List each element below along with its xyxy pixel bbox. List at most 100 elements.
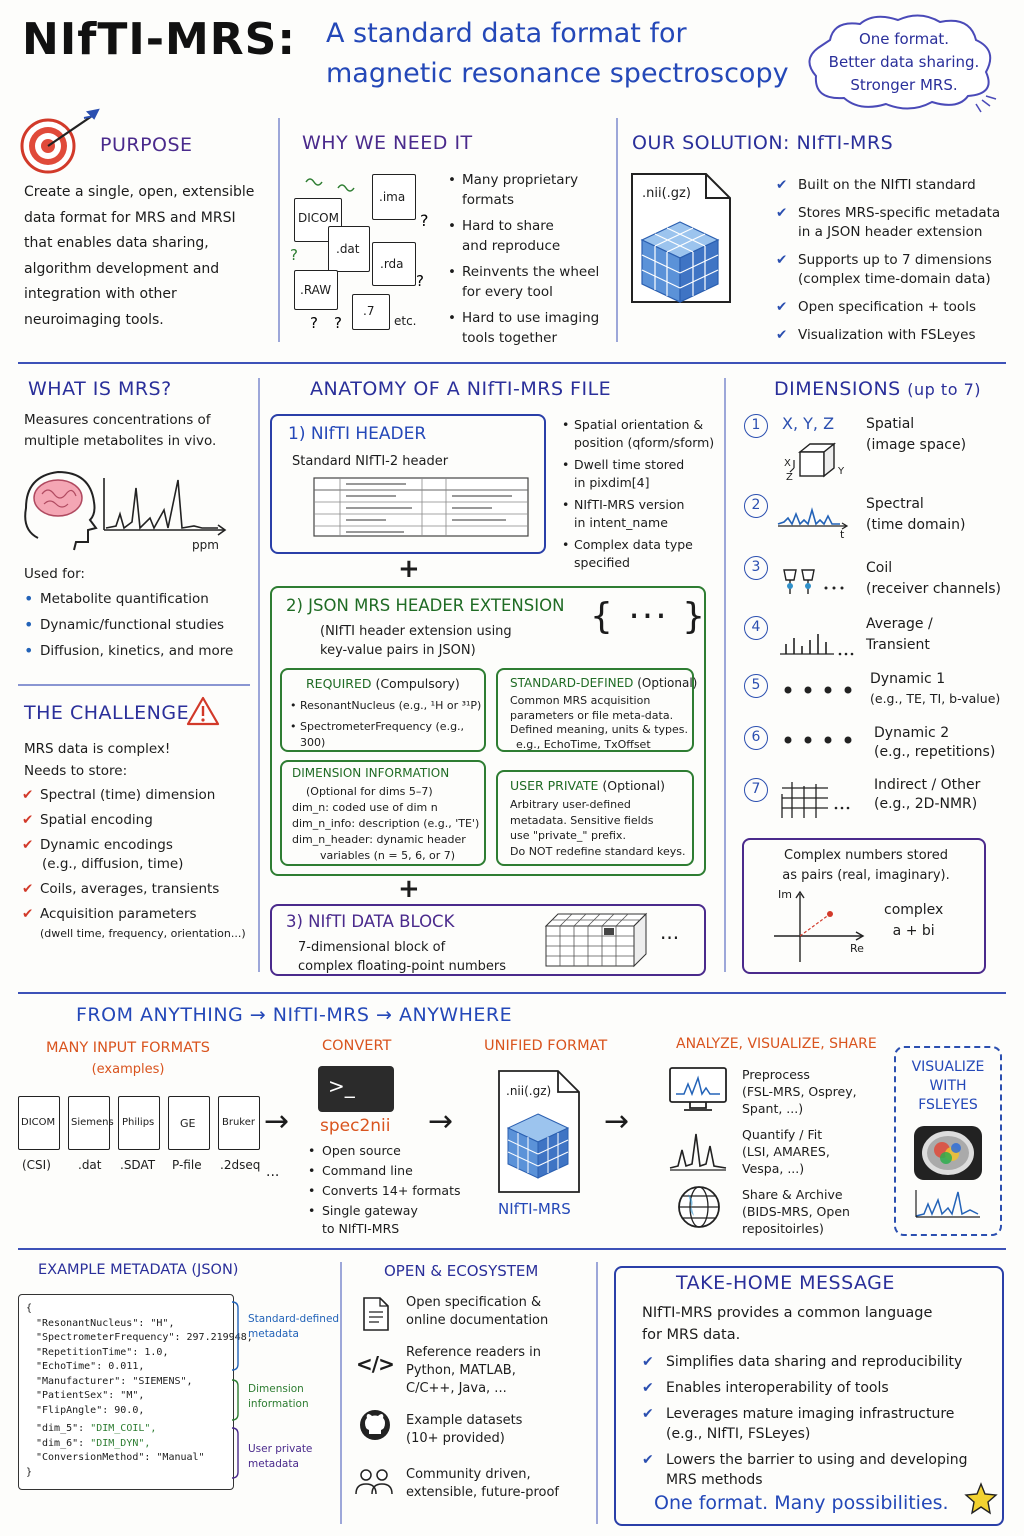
dim-name: Coil(receiver channels) — [866, 560, 1001, 597]
svg-text:?: ? — [334, 314, 342, 332]
uses-list: •Metabolite quantification •Dynamic/func… — [24, 590, 234, 668]
solution-check: ✔Open specification + tools — [776, 299, 976, 315]
axis-label-t: t — [840, 528, 845, 541]
github-icon — [360, 1410, 390, 1440]
user-private-box — [496, 770, 694, 866]
purpose-heading: PURPOSE — [100, 134, 193, 156]
takehome-check: ✔Leverages mature imaging infrastructure… — [642, 1406, 955, 1442]
dim-number: 2 — [744, 494, 768, 518]
challenge-item: ✔Acquisition parameters(dwell time, freq… — [22, 906, 246, 940]
section-divider — [18, 992, 1006, 994]
globe-icon — [678, 1186, 720, 1228]
flow-arrow: → — [428, 1104, 454, 1139]
input-ext: .SDAT — [120, 1158, 156, 1172]
dynamic-dots-icon — [784, 736, 852, 744]
data-block-ellipsis: ··· — [660, 926, 680, 950]
dynamic-dots-icon — [784, 686, 852, 694]
divider — [278, 118, 280, 342]
dimension-info-desc: (Optional for dims 5–7) dim_n: coded use… — [292, 785, 480, 862]
takehome-heading: TAKE-HOME MESSAGE — [676, 1272, 895, 1294]
data-block-desc: 7-dimensional block of complex floating-… — [298, 940, 507, 974]
section-divider — [18, 362, 1006, 364]
convert-bullet: •Command line — [308, 1163, 413, 1178]
svg-text:?: ? — [420, 211, 429, 230]
divider — [724, 378, 726, 972]
ppm-label: ppm — [192, 538, 219, 552]
challenge-item: ✔Coils, averages, transients — [22, 881, 220, 897]
required-item: •ResonantNucleus (e.g., ¹H or ³¹P) — [290, 699, 482, 712]
dim-number: 6 — [744, 726, 768, 750]
transient-bars-icon — [780, 634, 854, 656]
why-heading: WHY WE NEED IT — [302, 132, 473, 154]
purpose-text: Create a single, open, extensible data f… — [24, 180, 274, 333]
nifti-header-subtitle: Standard NIfTI-2 header — [292, 454, 449, 469]
dimensions-heading: DIMENSIONS (up to 7) — [774, 378, 981, 400]
convert-bullets: •Open source •Command line •Converts 14+… — [306, 1142, 466, 1240]
dim-number: 7 — [744, 778, 768, 802]
peaks-icon — [669, 1133, 727, 1171]
solution-check: ✔Supports up to 7 dimensions(complex tim… — [776, 252, 992, 287]
document-icon — [363, 1297, 389, 1331]
data-block-box — [270, 904, 706, 976]
dimension-info-title: DIMENSION INFORMATION — [292, 766, 450, 780]
file-icon: .RAW — [294, 270, 338, 310]
file-icon: .ima — [372, 174, 416, 220]
cloud-text: One format. Better data sharing. Stronge… — [824, 28, 984, 97]
json-code-row: "dim_5": "DIM_COIL", — [36, 1423, 157, 1434]
dim-number: 4 — [744, 616, 768, 640]
solution-check: ✔Built on the NIfTI standard — [776, 177, 976, 193]
monitor-icon — [669, 1067, 727, 1111]
spec2nii-label: spec2nii — [320, 1116, 391, 1136]
axis-label-y: Y — [838, 466, 845, 477]
axis-label-z: Z — [786, 472, 793, 483]
input-ext: (CSI) — [22, 1158, 51, 1172]
flow-heading: FROM ANYTHING → NIfTI-MRS → ANYWHERE — [76, 1004, 513, 1026]
divider — [258, 378, 260, 972]
nifti-header-title: 1) NIfTI HEADER — [288, 424, 427, 444]
standard-defined-box — [496, 668, 694, 752]
json-extension-desc: (NIfTI header extension using key-value … — [320, 624, 512, 658]
standard-desc: Common MRS acquisition parameters or fil… — [510, 694, 688, 751]
dim-label: X, Y, Z — [782, 414, 835, 433]
json-code-row: "ConversionMethod": "Manual" — [36, 1452, 205, 1463]
required-title: REQUIRED (Compulsory) — [306, 676, 460, 691]
cloud-line1: One format. — [858, 30, 950, 48]
unified-format-name: NIfTI-MRS — [498, 1200, 571, 1218]
purpose-line: data format for MRS and MRSI — [24, 209, 236, 226]
im-axis-label: Im — [778, 888, 792, 901]
mrs-heading: WHAT IS MRS? — [28, 378, 172, 400]
standard-title: STANDARD-DEFINED (Optional) — [510, 676, 698, 690]
inputs-title: MANY INPUT FORMATS (examples) — [46, 1040, 210, 1077]
input-file-philips: Philips — [118, 1096, 160, 1150]
dimension-info-box — [280, 760, 486, 866]
dim-name: Dynamic 2(e.g., repetitions) — [874, 725, 996, 760]
cube-icon — [789, 442, 836, 478]
dim-name: Spectral(time domain) — [866, 496, 966, 533]
file-scatter: .ima DICOM .dat .rda .RAW .7 etc. ? ? ? … — [288, 168, 438, 340]
used-for-label: Used for: — [24, 566, 85, 582]
analyze-item: Preprocess (FSL-MRS, Osprey, Spant, ...) — [742, 1067, 857, 1116]
divider — [596, 1262, 598, 1524]
dim-name: Average /Transient — [866, 616, 933, 653]
solution-check: ✔Visualization with FSLeyes — [776, 327, 976, 343]
section-divider — [18, 1248, 1006, 1250]
user-private-title: USER PRIVATE (Optional) — [510, 778, 666, 793]
complex-numbers-box — [742, 838, 986, 974]
purpose-line: Create a single, open, extensible — [24, 184, 255, 200]
json-code-row: "ResonantNucleus": "H", — [36, 1317, 175, 1329]
challenge-item: ✔Spatial encoding — [22, 812, 153, 828]
json-code-row: "RepetitionTime": 1.0, — [36, 1346, 169, 1358]
divider — [18, 684, 250, 686]
dim-name: Indirect / Other(e.g., 2D-NMR) — [874, 777, 981, 812]
json-code-panel — [18, 1294, 234, 1490]
json-code-row: "EchoTime": 0.011, — [36, 1361, 145, 1372]
metadata-heading: EXAMPLE METADATA (JSON) — [38, 1262, 239, 1278]
doodle-marks: ? ? ? ? ? — [290, 178, 429, 332]
warning-icon — [186, 696, 220, 726]
